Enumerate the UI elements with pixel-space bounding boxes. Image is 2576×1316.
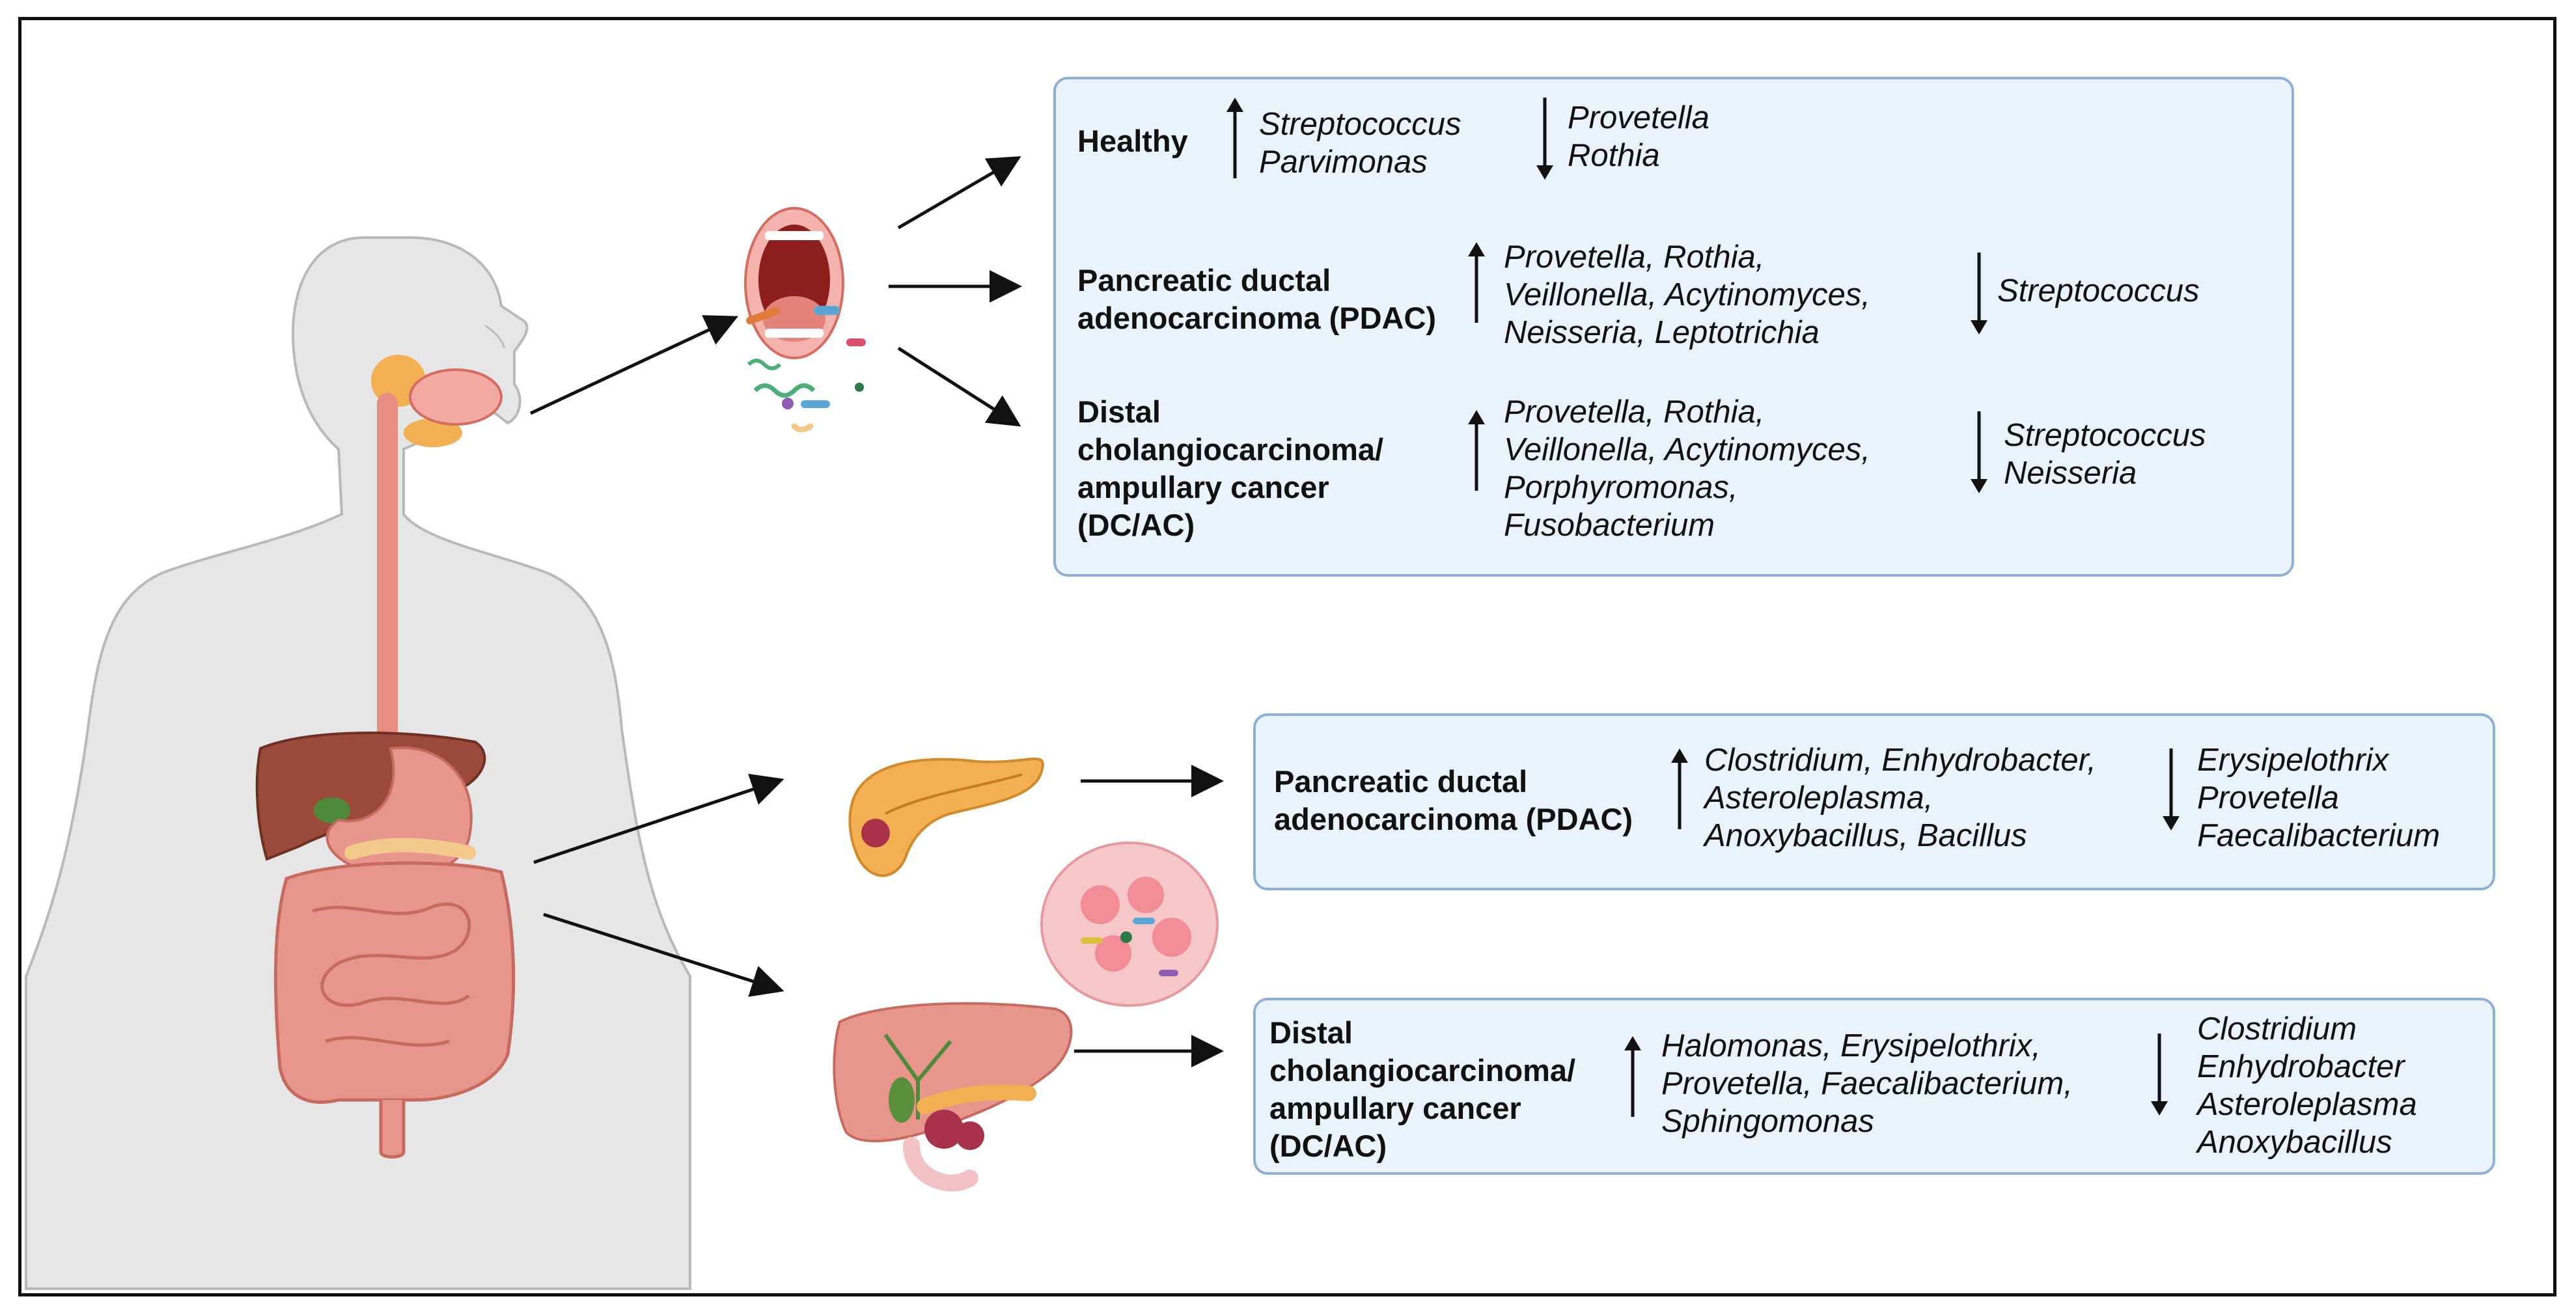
oral-dcac-up-taxa: Provetella, Rothia, Veillonella, Acytino… bbox=[1504, 394, 1870, 543]
oral-pdac-down-taxa: Streptococcus bbox=[1997, 273, 2200, 308]
up-arrow-icon bbox=[1663, 748, 1696, 832]
tumor-tissue-icon bbox=[1040, 842, 1219, 1007]
oral-dcac-down-taxa: Streptococcus Neisseria bbox=[2004, 418, 2206, 491]
tissue-dcac-up-taxa: Halomonas, Erysipelothrix, Provetella, F… bbox=[1661, 1028, 2073, 1139]
tissue-pdac-label: Pancreatic ductal adenocarcinoma (PDAC) bbox=[1274, 764, 1633, 836]
down-arrow-icon bbox=[2155, 748, 2187, 832]
liver-biliary-icon bbox=[833, 1002, 1073, 1192]
oral-healthy-label: Healthy bbox=[1077, 124, 1188, 158]
up-arrow-icon bbox=[1616, 1036, 1649, 1119]
down-arrow-icon bbox=[2143, 1034, 2176, 1117]
tissue-pdac-up-taxa: Clostridium, Enhydrobacter, Asteroleplas… bbox=[1704, 743, 2096, 853]
tissue-pdac-down-taxa: Erysipelothrix Provetella Faecalibacteri… bbox=[2197, 743, 2441, 853]
oral-pdac-up-taxa: Provetella, Rothia, Veillonella, Acytino… bbox=[1504, 240, 1870, 350]
tissue-dcac-box bbox=[1253, 998, 2495, 1175]
oral-pdac-label: Pancreatic ductal adenocarcinoma (PDAC) bbox=[1077, 263, 1437, 335]
tissue-dcac-label: Distal cholangiocarcinoma/ ampullary can… bbox=[1269, 1015, 1576, 1163]
up-arrow-icon bbox=[1460, 410, 1493, 493]
oral-dcac-label: Distal cholangiocarcinoma/ ampullary can… bbox=[1077, 394, 1384, 542]
down-arrow-icon bbox=[1529, 98, 1561, 181]
oral-healthy-up-taxa: Streptococcus Parvimonas bbox=[1259, 107, 1461, 180]
oral-healthy-down-taxa: Provetella Rothia bbox=[1568, 100, 1710, 173]
tissue-pdac-box bbox=[1253, 713, 2495, 890]
oral-cavity-icon bbox=[744, 207, 866, 433]
down-arrow-icon bbox=[1963, 253, 1995, 336]
pancreas-icon bbox=[848, 758, 1044, 877]
human-body-icon bbox=[25, 236, 691, 1290]
up-arrow-icon bbox=[1460, 242, 1493, 325]
connector-arrows bbox=[529, 156, 1224, 1067]
down-arrow-icon bbox=[1963, 411, 1995, 495]
up-arrow-icon bbox=[1219, 98, 1251, 181]
oral-microbiome-box bbox=[1053, 77, 2294, 577]
tissue-dcac-down-taxa: Clostridium Enhydrobacter Asteroleplasma… bbox=[2197, 1011, 2417, 1160]
